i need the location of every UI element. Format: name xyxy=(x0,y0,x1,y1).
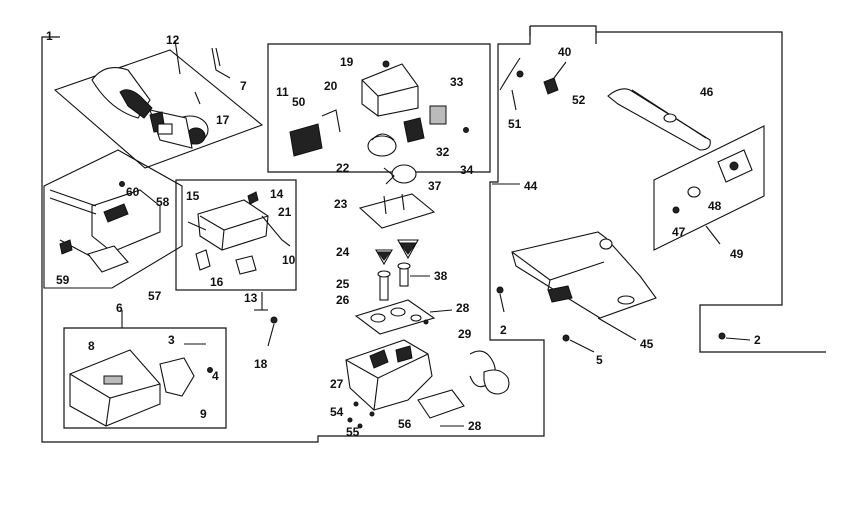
fitting-group xyxy=(499,57,711,151)
callout-58: 58 xyxy=(156,195,170,209)
callout-56: 56 xyxy=(398,417,412,431)
callout-47: 47 xyxy=(672,225,686,239)
callout-17: 17 xyxy=(216,113,230,127)
regulator-group xyxy=(345,339,510,429)
bracket-45 xyxy=(496,231,751,353)
callout-60: 60 xyxy=(126,185,140,199)
callout-23: 23 xyxy=(334,197,348,211)
callout-13: 13 xyxy=(244,291,258,305)
callout-46: 46 xyxy=(700,85,714,99)
callout-52: 52 xyxy=(572,93,586,107)
callout-49: 49 xyxy=(730,247,744,261)
callout-25: 25 xyxy=(336,277,350,291)
callout-8: 8 xyxy=(88,339,95,353)
callout-44: 44 xyxy=(524,179,538,193)
callout-18: 18 xyxy=(254,357,268,371)
callout-54: 54 xyxy=(330,405,344,419)
callout-2-b: 2 xyxy=(754,333,761,347)
callout-6: 6 xyxy=(116,301,123,315)
callout-26: 26 xyxy=(336,293,350,307)
callout-34: 34 xyxy=(460,163,474,177)
callout-27: 27 xyxy=(330,377,344,391)
pilot-group-57 xyxy=(43,149,183,289)
callout-11: 11 xyxy=(276,85,289,99)
callout-5: 5 xyxy=(596,353,603,367)
callout-37: 37 xyxy=(428,179,442,193)
ignitor-group-13 xyxy=(175,179,297,311)
callout-55: 55 xyxy=(346,425,360,439)
callout-28-upper: 28 xyxy=(456,301,470,315)
callout-7: 7 xyxy=(240,79,247,93)
assembly-boundary xyxy=(41,25,826,443)
callout-12: 12 xyxy=(166,33,180,47)
callout-3: 3 xyxy=(168,333,175,347)
callout-33: 33 xyxy=(450,75,464,89)
screw-18 xyxy=(270,316,278,324)
valve-top-group xyxy=(267,43,491,185)
callout-32: 32 xyxy=(436,145,450,159)
burner-group-12 xyxy=(53,39,264,169)
callout-28-lower: 28 xyxy=(468,419,482,433)
callout-9: 9 xyxy=(200,407,207,421)
callout-16: 16 xyxy=(210,275,224,289)
pilot-group-6 xyxy=(63,310,227,429)
fitting-group-49 xyxy=(653,125,765,251)
callout-4: 4 xyxy=(212,369,219,383)
corner-mark: 1 xyxy=(46,29,53,43)
callout-40: 40 xyxy=(558,45,572,59)
callout-57: 57 xyxy=(148,289,162,303)
callout-22: 22 xyxy=(336,161,350,175)
callout-59: 59 xyxy=(56,273,70,287)
callout-21: 21 xyxy=(278,205,292,219)
callout-2-a: 2 xyxy=(500,323,507,337)
callout-20: 20 xyxy=(324,79,338,93)
callout-19: 19 xyxy=(340,55,354,69)
callout-29: 29 xyxy=(458,327,472,341)
callout-10: 10 xyxy=(282,253,296,267)
callout-50: 50 xyxy=(292,95,306,109)
callout-38: 38 xyxy=(434,269,448,283)
callout-14: 14 xyxy=(270,187,284,201)
valve-stack-group xyxy=(354,193,436,335)
callout-15: 15 xyxy=(186,189,200,203)
callout-51: 51 xyxy=(508,117,522,131)
callout-45: 45 xyxy=(640,337,654,351)
callout-48: 48 xyxy=(708,199,722,213)
callout-24: 24 xyxy=(336,245,350,259)
